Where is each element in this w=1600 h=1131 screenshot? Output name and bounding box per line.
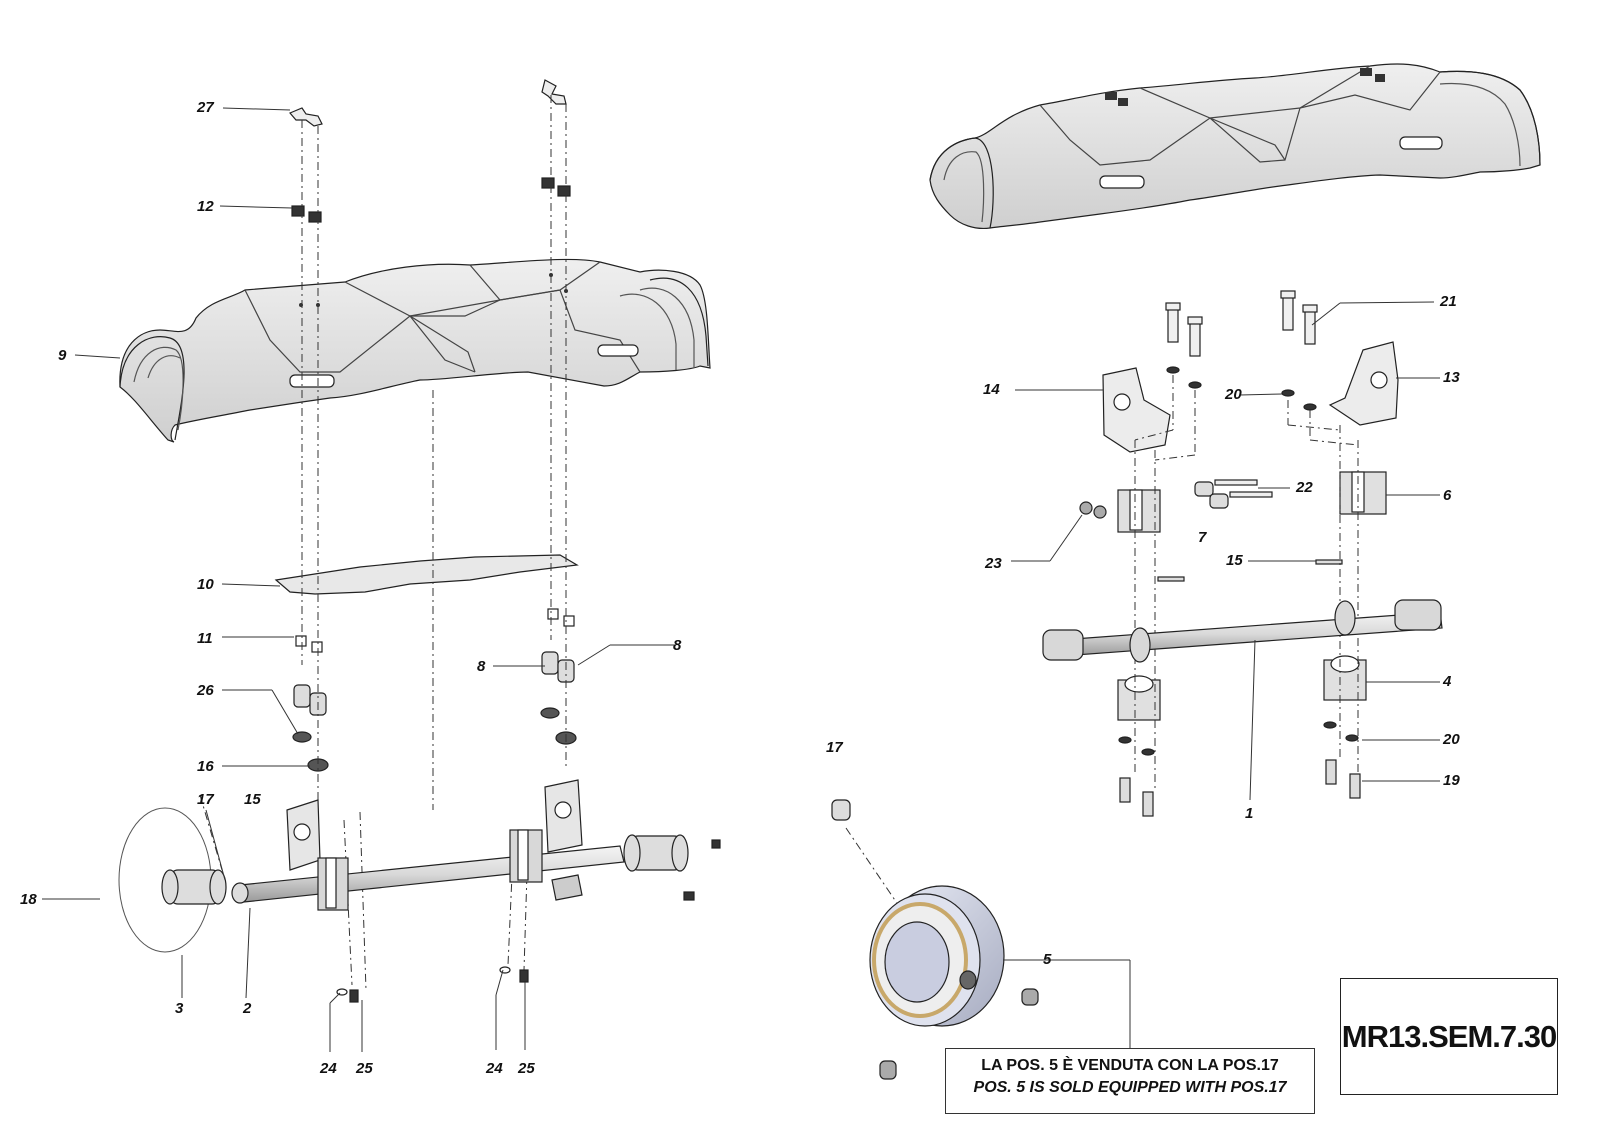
label-part-11: 11 [197,630,213,647]
label-part-19: 19 [1443,772,1460,789]
drawing-code: MR13.SEM.7.30 [1341,1018,1557,1054]
label-part-20-bottom: 20 [1443,731,1460,748]
washers-part-20 [1118,366,1359,756]
bolts-part-19 [1119,759,1361,817]
label-part-17: 17 [197,791,214,808]
bearing-detail [831,799,1039,1080]
label-part-18: 18 [20,891,37,908]
bushing-part-8 [541,651,575,683]
label-part-24-left: 24 [320,1060,337,1077]
label-part-26: 26 [197,682,214,699]
housing-part-6 [1117,471,1387,533]
bearing-part-3 [161,869,227,905]
clip-part-27 [289,79,567,127]
nuts-part-23 [1079,501,1107,519]
bolts-part-22 [1214,479,1273,498]
bracket-part-14 [1102,367,1171,453]
label-part-1: 1 [1245,805,1254,822]
label-part-2: 2 [243,1000,252,1017]
label-part-10: 10 [197,576,214,593]
bracket-left [286,799,349,911]
label-part-8-right: 8 [673,637,682,654]
nut-part-12 [291,177,571,223]
label-part-17-bearing: 17 [826,739,843,756]
washers-part-24 [336,966,511,996]
label-part-5: 5 [1043,951,1052,968]
pins-part-15 [1157,559,1343,582]
label-part-15: 15 [244,791,261,808]
label-part-8-left: 8 [477,658,486,675]
spring-part-11 [295,608,575,653]
housing-part-4 [1117,655,1367,721]
plate-part-10 [274,554,579,595]
label-part-16: 16 [197,758,214,775]
washer-part-16 [292,707,577,772]
label-part-23: 23 [985,555,1002,572]
shaft-bearings [1042,599,1442,663]
grease-nipple-part-17 [831,799,851,821]
label-part-24-right: 24 [486,1060,503,1077]
bracket-part-13 [1328,341,1399,426]
note-line-english: POS. 5 IS SOLD EQUIPPED WITH POS.17 [973,1079,1287,1096]
bearing-right [623,834,689,872]
drawing-code-box: MR13.SEM.7.30 [1340,978,1558,1095]
shield-cover-part-9 [119,258,711,443]
bushing-part-26 [293,684,327,716]
shaft-part-1 [1059,611,1443,657]
bracket-right [509,779,583,901]
sale-note: LA POS. 5 È VENDUTA CON LA POS.17 POS. 5… [945,1048,1315,1114]
spacer-part-7 [1194,481,1229,509]
label-part-22: 22 [1296,479,1313,496]
left-exploded-view [118,79,721,1003]
label-part-9: 9 [58,347,67,364]
bolts-part-21 [1165,290,1318,357]
leader-lines [42,107,1440,1052]
label-part-15-right: 15 [1226,552,1243,569]
label-part-21: 21 [1440,293,1457,310]
label-part-27: 27 [197,99,214,116]
right-exploded-view [845,290,1443,916]
label-part-25-right: 25 [518,1060,535,1077]
note-line-italian: LA POS. 5 È VENDUTA CON LA POS.17 [981,1057,1279,1074]
label-part-6: 6 [1443,487,1452,504]
screws-part-25 [349,839,721,1003]
label-part-3: 3 [175,1000,184,1017]
assembled-cover [929,63,1541,230]
label-part-14: 14 [983,381,1000,398]
label-part-25-left: 25 [356,1060,373,1077]
label-part-7: 7 [1198,529,1207,546]
label-part-20-top: 20 [1225,386,1242,403]
label-part-12: 12 [197,198,214,215]
label-part-4: 4 [1443,673,1452,690]
label-part-13: 13 [1443,369,1460,386]
